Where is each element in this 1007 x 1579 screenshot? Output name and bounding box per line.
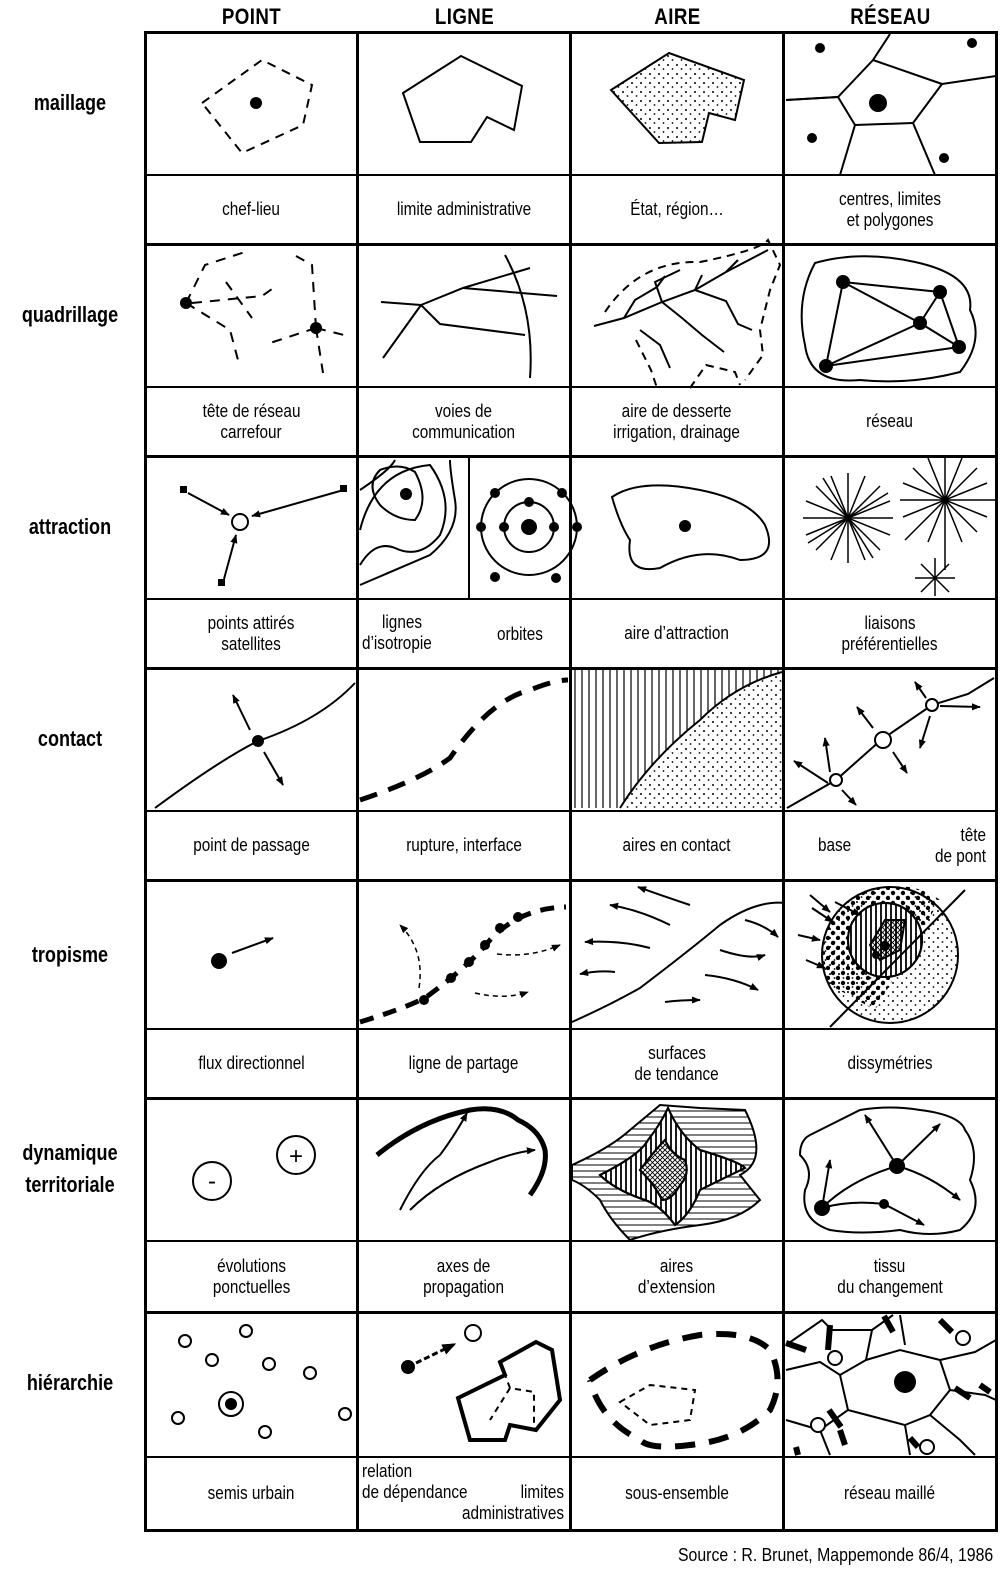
column-header-ligne: LIGNE: [434, 4, 495, 29]
ill-dynamique-aire: [571, 1103, 762, 1242]
column-header-point: POINT: [221, 4, 282, 29]
caption-attraction-ligne-orbites: orbites: [497, 624, 543, 644]
ill-tropisme-point: [211, 937, 274, 969]
row-header-quadrillage: quadrillage: [21, 302, 119, 327]
caption-tropisme-point: flux directionnel: [198, 1053, 305, 1073]
ill-quadrillage-ligne: [380, 254, 558, 379]
ill-quadrillage-aire: [593, 238, 782, 389]
caption-hierarchie-reseau: réseau maillé: [844, 1483, 936, 1503]
ill-maillage-aire: [609, 51, 746, 145]
ill-contact-point: [154, 682, 356, 809]
caption-quadrillage-reseau: réseau: [866, 411, 914, 431]
caption-maillage-ligne: limite administrative: [396, 199, 532, 219]
ill-maillage-point: [200, 58, 314, 155]
ill-attraction-ligne: [359, 459, 582, 586]
ill-contact-ligne: [359, 677, 569, 803]
caption-contact-aire: aires en contact: [622, 835, 732, 855]
ill-quadrillage-point: [185, 251, 349, 374]
ill-dynamique-ligne: [375, 1106, 548, 1211]
ill-maillage-ligne: [401, 54, 524, 143]
row-header-attraction: attraction: [28, 514, 112, 539]
caption-contact-ligne: rupture, interface: [406, 835, 522, 855]
row-header-contact: contact: [37, 726, 103, 751]
column-header-aire: AIRE: [654, 4, 701, 29]
ill-hierarchie-ligne: [401, 1324, 563, 1442]
column-header-reseau: RÉSEAU: [850, 4, 931, 29]
ill-attraction-reseau: [803, 455, 995, 596]
ill-tropisme-aire: [571, 886, 786, 1023]
source-note: Source : R. Brunet, Mappemonde 86/4, 198…: [677, 1545, 993, 1565]
ill-dynamique-reseau: [798, 1106, 977, 1235]
caption-hierarchie-aire: sous-ensemble: [625, 1483, 729, 1503]
ill-quadrillage-reseau: [800, 255, 977, 383]
row-header-maillage: maillage: [33, 90, 107, 115]
caption-contact-reseau-base: base: [818, 835, 852, 855]
ill-hierarchie-reseau: [785, 1314, 997, 1456]
caption-attraction-aire: aire d’attraction: [624, 623, 730, 643]
caption-maillage-point: chef-lieu: [222, 199, 281, 219]
minus-symbol: -: [208, 1168, 216, 1195]
plus-symbol: +: [289, 1143, 303, 1170]
ill-dynamique-point: [192, 1135, 316, 1201]
row-header-tropisme: tropisme: [31, 942, 109, 967]
ill-maillage-reseau: [785, 33, 997, 176]
caption-tropisme-ligne: ligne de partage: [409, 1053, 519, 1073]
ill-hierarchie-aire: [587, 1331, 781, 1450]
caption-hierarchie-point: semis urbain: [208, 1483, 295, 1503]
ill-contact-aire: [572, 670, 783, 809]
ill-contact-reseau: [786, 677, 995, 809]
row-header-hierarchie: hiérarchie: [26, 1370, 114, 1395]
ill-attraction-aire: [610, 484, 770, 571]
caption-tropisme-reseau: dissymétries: [847, 1053, 933, 1073]
caption-maillage-aire: État, région…: [630, 199, 724, 219]
ill-tropisme-ligne: [359, 904, 567, 1025]
ill-attraction-point: [180, 485, 347, 586]
ill-tropisme-reseau: [797, 886, 966, 1028]
caption-contact-point: point de passage: [193, 835, 310, 855]
ill-hierarchie-point: [171, 1324, 352, 1439]
